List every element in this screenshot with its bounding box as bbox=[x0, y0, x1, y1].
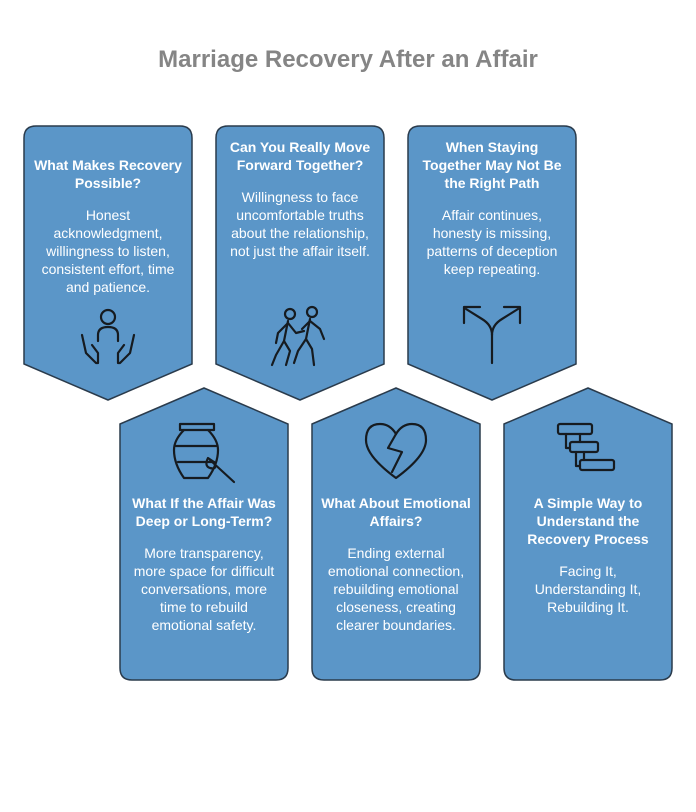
card-body: More transparency, more space for diffic… bbox=[133, 545, 275, 633]
card-heading: What If the Affair Was Deep or Long-Term… bbox=[132, 495, 276, 529]
card-shape-4 bbox=[119, 387, 289, 681]
card-can-you-move-forward: Can You Really Move Forward Together? Wi… bbox=[225, 138, 375, 260]
card-deep-or-long-term-affair: What If the Affair Was Deep or Long-Term… bbox=[129, 494, 279, 634]
card-simple-way-recovery-process: A Simple Way to Understand the Recovery … bbox=[513, 494, 663, 616]
card-emotional-affairs: What About Emotional Affairs? Ending ext… bbox=[321, 494, 471, 634]
open-hands-person-icon bbox=[80, 308, 136, 365]
card-body: Honest acknowledgment, willingness to li… bbox=[41, 207, 175, 295]
card-heading: What About Emotional Affairs? bbox=[321, 495, 471, 529]
card-body: Facing It, Understanding It, Rebuilding … bbox=[534, 563, 642, 615]
walking-couple-icon bbox=[270, 305, 326, 367]
card-body: Willingness to face uncomfortable truths… bbox=[230, 189, 370, 259]
diverging-arrows-icon bbox=[462, 305, 522, 365]
card-body: Affair continues, honesty is missing, pa… bbox=[426, 207, 558, 277]
broken-heart-icon bbox=[364, 422, 428, 480]
card-shape-2 bbox=[215, 125, 385, 401]
card-when-staying-together-not-right: When Staying Together May Not Be the Rig… bbox=[417, 138, 567, 278]
card-what-makes-recovery-possible: What Makes Recovery Possible? Honest ack… bbox=[33, 156, 183, 296]
card-heading: When Staying Together May Not Be the Rig… bbox=[422, 139, 562, 191]
card-heading: Can You Really Move Forward Together? bbox=[229, 139, 371, 173]
card-heading: A Simple Way to Understand the Recovery … bbox=[527, 495, 649, 547]
card-shape-1 bbox=[23, 125, 193, 401]
card-heading: What Makes Recovery Possible? bbox=[34, 157, 182, 191]
card-shape-6 bbox=[503, 387, 673, 681]
pottery-vase-icon bbox=[172, 422, 236, 484]
card-shape-5 bbox=[311, 387, 481, 681]
card-body: Ending external emotional connection, re… bbox=[327, 545, 465, 633]
stepped-blocks-icon bbox=[556, 422, 616, 472]
card-shape-3 bbox=[407, 125, 577, 401]
page-title: Marriage Recovery After an Affair bbox=[158, 46, 538, 73]
